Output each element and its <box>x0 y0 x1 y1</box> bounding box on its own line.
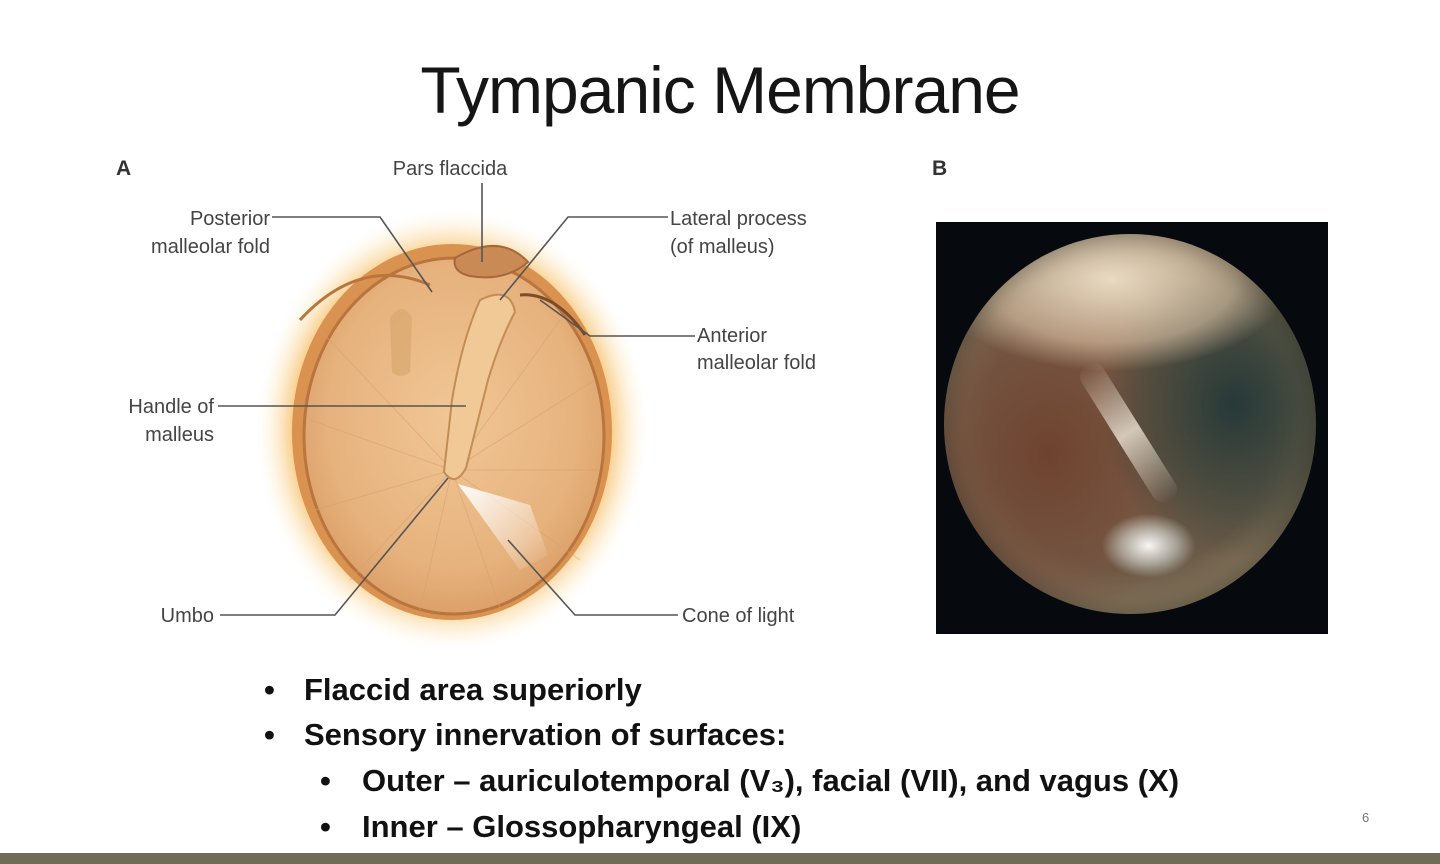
label-lateral-process-line1: Lateral process <box>670 208 807 230</box>
tympanic-membrane-diagram: Pars flaccida Posterior malleolar fold L… <box>128 158 816 650</box>
figure-a-letter: A <box>116 157 132 180</box>
bullet-flaccid-area: • Flaccid area superiorly <box>264 672 642 708</box>
label-posterior-fold-line1: Posterior <box>190 208 270 230</box>
cone-of-light <box>458 484 548 570</box>
anterior-fold <box>519 293 587 336</box>
label-anterior-fold-line1: Anterior <box>697 325 767 347</box>
bullet-dot: • <box>264 717 275 752</box>
pars-flaccida <box>453 245 530 279</box>
label-handle-line1: Handle of <box>128 396 214 418</box>
posterior-fold <box>298 274 431 322</box>
bullet-text: Outer – auriculotemporal (V₃), facial (V… <box>362 763 1180 798</box>
leader-lines <box>218 183 695 616</box>
label-handle-line2: malleus <box>145 424 214 446</box>
footer-bar <box>0 853 1440 864</box>
label-umbo: Umbo <box>161 605 214 627</box>
label-posterior-fold-line2: malleolar fold <box>151 236 270 258</box>
label-pars-flaccida: Pars flaccida <box>393 158 508 180</box>
sub-bullet-inner: • Inner – Glossopharyngeal (IX) <box>320 809 802 845</box>
slide-title: Tympanic Membrane <box>420 53 1020 127</box>
bullet-text: Flaccid area superiorly <box>304 672 642 707</box>
page-number: 6 <box>1362 810 1370 825</box>
bullet-text: Inner – Glossopharyngeal (IX) <box>362 809 802 844</box>
bullet-sensory-innervation: • Sensory innervation of surfaces: <box>264 717 787 753</box>
bullet-text: Sensory innervation of surfaces: <box>304 717 787 752</box>
sub-bullet-outer: • Outer – auriculotemporal (V₃), facial … <box>320 763 1180 799</box>
label-anterior-fold-line2: malleolar fold <box>697 352 816 374</box>
label-lateral-process-line2: (of malleus) <box>670 236 774 258</box>
otoscopic-photo <box>936 222 1328 634</box>
malleus-handle <box>442 293 517 480</box>
incus-shadow <box>390 309 412 376</box>
bullet-dot: • <box>320 763 331 798</box>
figure-b-letter: B <box>932 157 948 180</box>
bullet-dot: • <box>320 809 331 844</box>
radial-fibers <box>309 319 600 611</box>
bullet-dot: • <box>264 672 275 707</box>
label-cone-of-light: Cone of light <box>682 605 795 627</box>
